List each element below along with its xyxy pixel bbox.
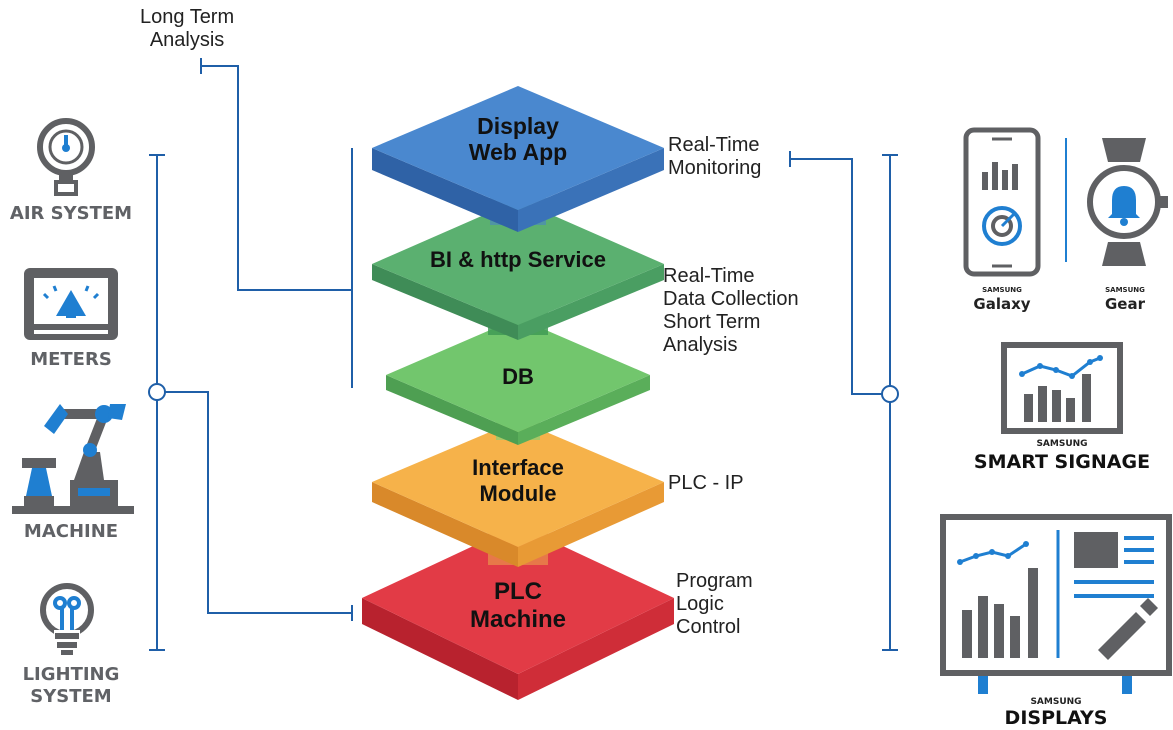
right-junction [881,385,899,403]
smartwatch-icon [1087,138,1168,266]
realtime-collection-note: Real-Time Data Collection Short Term Ana… [663,265,799,356]
left-junction [148,383,166,401]
layer-label-interface-module: Interface Module [472,455,564,506]
air-system-label: AIR SYSTEM [9,203,133,224]
connector-lines [148,58,899,651]
layer-display-web-app [372,86,664,232]
layer-bi-http-service [372,200,664,340]
samsung-label-signage: SAMSUNG [1036,439,1088,449]
plc-ip-note: PLC - IP [668,472,744,494]
gauge-icon [37,118,95,196]
layer-interface-module [372,420,664,567]
long-term-connector [201,65,352,291]
layer-label-plc-machine: PLC Machine [469,578,567,633]
displays-label: DISPLAYS [1004,707,1108,729]
layer-plc-machine [362,525,674,700]
left-to-plc-connector [165,391,352,614]
realtime-monitoring-note: Real-Time Monitoring [668,134,762,179]
display-board-icon [940,514,1172,694]
long-term-analysis-note: Long Term Analysis [140,6,235,51]
layer-label-db: DB [502,364,534,389]
machine-label: MACHINE [23,521,119,542]
layer-label-bi-http-service: BI & http Service [429,247,607,272]
meters-label: METERS [30,349,112,370]
right-to-monitoring-connector [790,158,882,395]
smartphone-icon [963,127,1041,277]
layer-label-display-web-app: Display Web App [468,113,568,165]
gear-label: Gear [1104,295,1145,313]
program-logic-note: Program Logic Control [676,570,753,638]
layer-db [386,318,650,445]
signage-icon [1001,342,1123,434]
meter-icon [24,268,118,340]
lighting-system-label: LIGHTING SYSTEM [22,664,120,707]
galaxy-label: Galaxy [973,295,1031,313]
samsung-label-displays: SAMSUNG [1030,697,1082,707]
robot-arm-icon [12,404,134,514]
light-bulb-icon [40,583,94,655]
samsung-label-gear: SAMSUNG [1105,286,1145,294]
samsung-label-galaxy: SAMSUNG [982,286,1022,294]
smart-signage-label: SMART SIGNAGE [973,451,1151,473]
